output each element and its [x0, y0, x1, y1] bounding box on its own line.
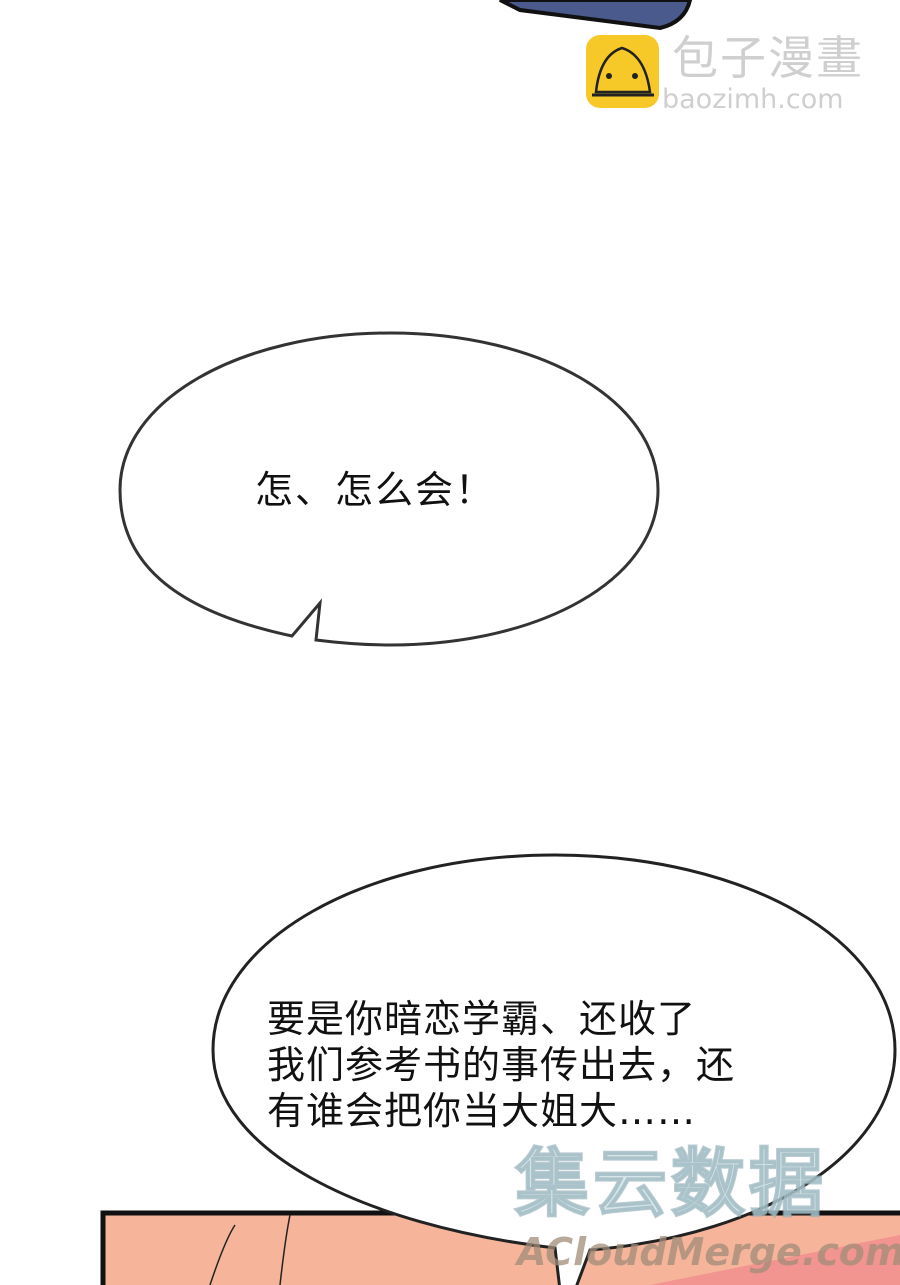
watermark-bottom-name: 集云数据	[514, 1141, 827, 1227]
bubble-1-text: 怎、怎么会！	[255, 468, 496, 512]
watermark-site-name: 包子漫畫	[672, 31, 864, 85]
panel-linework	[209, 1214, 291, 1285]
bubble-2-line: 有谁会把你当大姐大……	[267, 1089, 697, 1133]
panel-highlight	[650, 1235, 900, 1285]
bubble-2-line: 要是你暗恋学霸、还收了	[267, 997, 697, 1041]
phone-edge	[499, 0, 693, 31]
bubble-2-line: 我们参考书的事传出去，还	[267, 1043, 736, 1087]
bubble-2-text: 要是你暗恋学霸、还收了 我们参考书的事传出去，还 有谁会把你当大姐大……	[267, 996, 735, 1134]
bun-logo-icon	[586, 35, 659, 108]
speech-bubble-2	[211, 853, 897, 1285]
speech-bubble-1	[118, 331, 660, 647]
watermark-site-url: baozimh.com	[662, 84, 844, 115]
watermark-bottom-url: ACloudMerge.com	[517, 1230, 900, 1274]
